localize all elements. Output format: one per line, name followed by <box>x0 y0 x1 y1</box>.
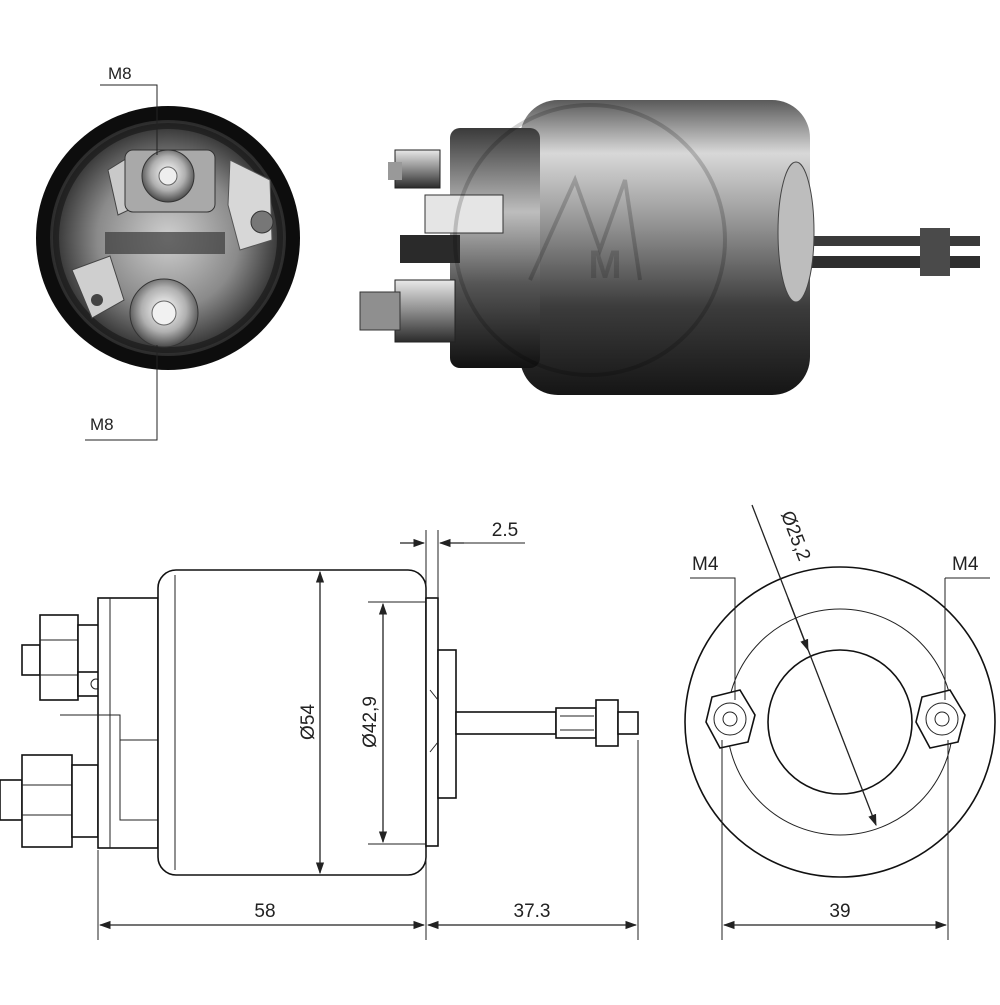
label-top-m8: M8 <box>100 64 158 155</box>
watermark-logo <box>453 103 727 377</box>
small-terminal-nut <box>394 149 441 189</box>
solenoid-body-photo <box>520 100 810 395</box>
drawing-end-view: M4 M4 Ø25,2 39 <box>684 504 996 940</box>
drawing-side-view: Ø54 Ø42,9 2.5 58 37.3 <box>0 520 639 940</box>
drawn-terminal-cap <box>97 597 159 849</box>
dim-flange-diameter-label: Ø42,9 <box>360 696 381 748</box>
drawn-body <box>157 569 427 876</box>
drawn-flange <box>425 597 439 847</box>
drawn-small-nut <box>39 614 79 701</box>
right-thread-label: M4 <box>952 554 979 575</box>
photo-side-view: M <box>359 100 980 395</box>
spade-connector <box>424 194 504 234</box>
bottom-terminal-thread-label: M8 <box>90 415 114 434</box>
drawn-end-bore <box>767 649 913 795</box>
watermark-letter: M <box>588 243 621 287</box>
dim-body-length-label: 58 <box>254 901 275 922</box>
terminal-cap-photo <box>450 128 540 368</box>
photo-end-view <box>36 106 300 370</box>
label-bottom-m8: M8 <box>85 345 158 441</box>
drawn-plunger <box>455 711 557 735</box>
drawn-right-stud <box>915 689 966 749</box>
dim-line-bore-diameter <box>751 504 877 827</box>
drawn-large-stud <box>0 779 23 821</box>
plunger-rod <box>790 236 980 246</box>
top-terminal-thread-label: M8 <box>108 64 132 83</box>
dim-flange-thickness-label: 2.5 <box>492 520 518 541</box>
left-thread-label: M4 <box>692 554 719 575</box>
drawn-small-stud <box>21 644 41 676</box>
dim-stud-spacing-label: 39 <box>829 901 850 922</box>
dim-plunger-length-label: 37.3 <box>514 901 551 922</box>
drawn-plunger-nut <box>595 699 619 747</box>
dim-body-diameter-label: Ø54 <box>298 704 319 740</box>
drawn-large-nut <box>21 754 73 848</box>
dim-bore-diameter-label: Ø25,2 <box>776 508 814 564</box>
drawn-left-stud <box>705 689 756 749</box>
large-terminal-nut <box>394 279 456 343</box>
